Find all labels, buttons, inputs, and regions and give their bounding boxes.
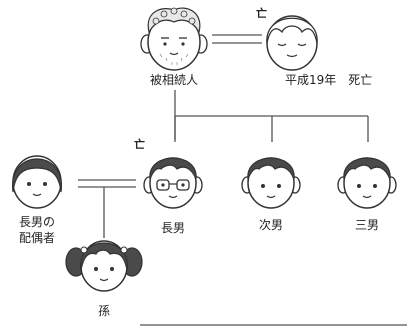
eldest-son-label: 長男 bbox=[160, 221, 186, 235]
grandchild-label: 孫 bbox=[97, 304, 111, 318]
third-son-label: 三男 bbox=[354, 218, 380, 232]
grandfather-face-icon bbox=[140, 7, 208, 71]
connector-lines bbox=[78, 34, 407, 326]
spouse-label: 平成19年 死亡 bbox=[285, 73, 373, 87]
second-son-face-icon bbox=[241, 157, 301, 209]
third-son-face-icon bbox=[337, 157, 397, 209]
second-son-label: 次男 bbox=[258, 218, 284, 232]
eldest-son-face-icon bbox=[143, 157, 203, 209]
grandchild-face-icon bbox=[65, 240, 143, 292]
eldest-son-deceased-mark: 亡 bbox=[134, 138, 145, 151]
eldest-son-spouse-label-line2: 配偶者 bbox=[18, 231, 56, 245]
decedent-label: 被相続人 bbox=[149, 73, 199, 87]
eldest-son-spouse-label-line1: 長男の bbox=[18, 215, 56, 229]
eldest-son-spouse-face-icon bbox=[12, 155, 62, 209]
spouse-deceased-mark: 亡 bbox=[256, 7, 267, 20]
grandmother-face-icon bbox=[266, 15, 318, 71]
